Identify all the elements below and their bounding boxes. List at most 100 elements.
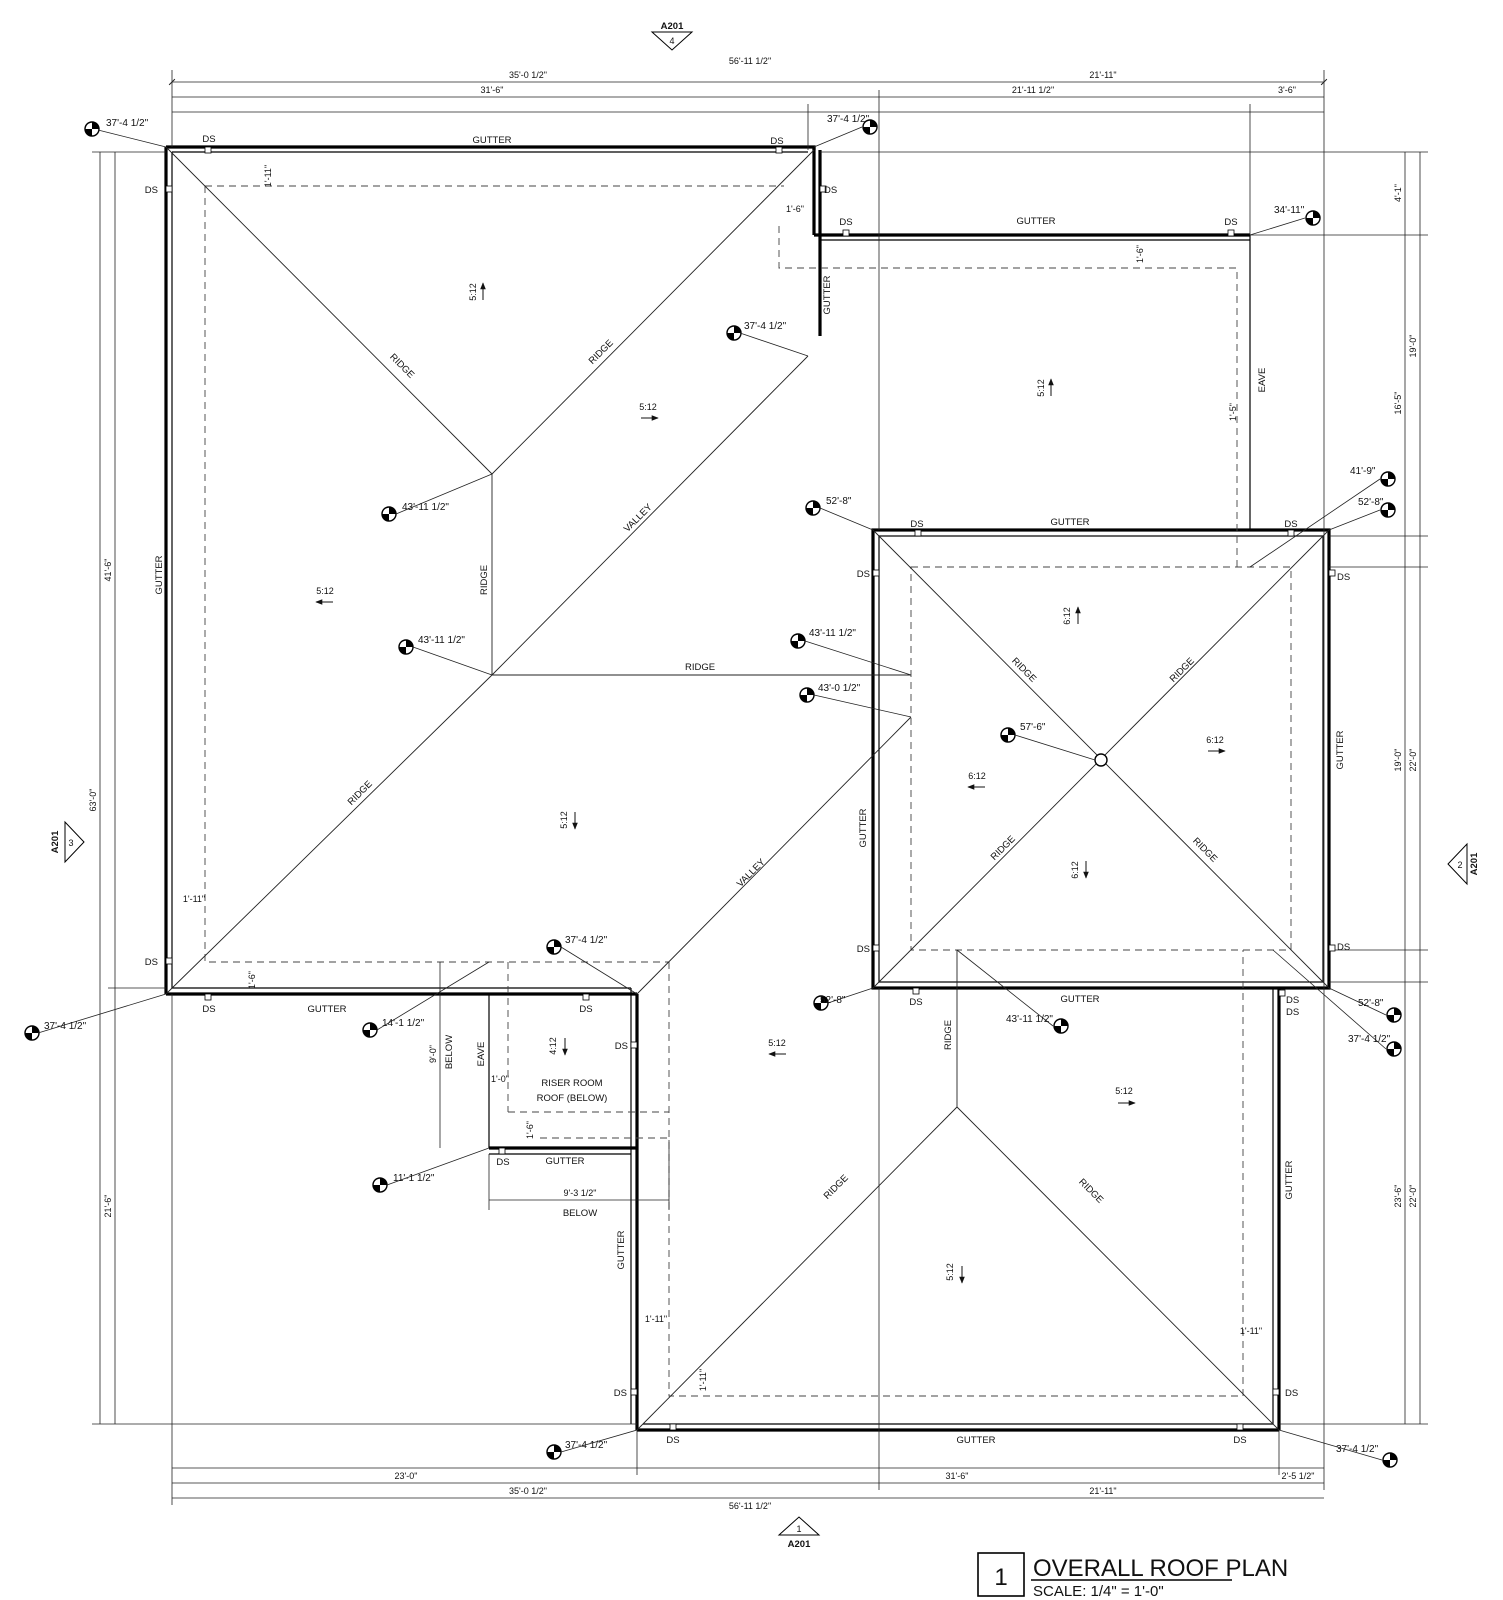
ds-label: DS bbox=[909, 997, 922, 1008]
ds-label: DS bbox=[1286, 1007, 1299, 1018]
svg-text:43'-11 1/2": 43'-11 1/2" bbox=[809, 628, 856, 639]
dim-overhang: 1'-11" bbox=[1240, 1326, 1262, 1336]
slope-label: 4:12 bbox=[548, 1037, 558, 1055]
gutter-label-south: GUTTER bbox=[956, 1435, 995, 1446]
ds-label: DS bbox=[202, 1004, 215, 1015]
gutter-label-hip-west: GUTTER bbox=[858, 808, 869, 847]
dim-overhang: 1'-11" bbox=[698, 1369, 708, 1391]
slope-label: 5:12 bbox=[945, 1263, 955, 1281]
below-label-riser: BELOW bbox=[444, 1035, 455, 1069]
ridge-label-10: RIDGE bbox=[943, 1020, 954, 1050]
ridge-label-9: RIDGE bbox=[1190, 836, 1219, 865]
ds-label: DS bbox=[1337, 572, 1350, 583]
elevation-marker: 52'-8" bbox=[1328, 987, 1402, 1023]
dim-top-right: 21'-11" bbox=[1089, 70, 1116, 80]
valley-label-1: VALLEY bbox=[622, 501, 655, 534]
dim-overhang: 1'-6" bbox=[786, 204, 804, 214]
svg-text:52'-8": 52'-8" bbox=[1358, 998, 1384, 1009]
gutter-label-ne: GUTTER bbox=[1016, 216, 1055, 227]
ds-label: DS bbox=[857, 944, 870, 955]
elevation-markers: 37'-4 1/2" 37'-4 1/2" 34'-11" 37'-4 1/2"… bbox=[24, 114, 1402, 1468]
drawing-title: 1 OVERALL ROOF PLAN SCALE: 1/4" = 1'-0" bbox=[977, 1552, 1288, 1600]
dim-top-overall: 56'-11 1/2" bbox=[729, 56, 771, 66]
svg-text:43'-11 1/2": 43'-11 1/2" bbox=[402, 502, 449, 513]
dim-right-c: 16'-5" bbox=[1393, 392, 1403, 415]
riser-room-label: RISER ROOM bbox=[541, 1078, 602, 1089]
svg-text:41'-9": 41'-9" bbox=[1350, 466, 1376, 477]
ridge-label-8: RIDGE bbox=[989, 834, 1018, 863]
ds-label: DS bbox=[1285, 1388, 1298, 1399]
svg-text:43'-0 1/2": 43'-0 1/2" bbox=[818, 683, 861, 694]
svg-text:4: 4 bbox=[669, 36, 674, 46]
svg-text:37'-4 1/2": 37'-4 1/2" bbox=[44, 1021, 87, 1032]
ds-label: DS bbox=[145, 185, 158, 196]
below-label-bottom: BELOW bbox=[563, 1208, 597, 1219]
elevation-marker: 43'-11 1/2" bbox=[956, 949, 1069, 1034]
svg-text:A201: A201 bbox=[1469, 852, 1480, 875]
dim-overhang: 1'-11" bbox=[645, 1314, 667, 1324]
elevation-marker: 43'-11 1/2" bbox=[381, 473, 493, 522]
eave-label-riser: EAVE bbox=[476, 1042, 487, 1067]
ds-label: DS bbox=[1284, 519, 1297, 530]
dim-right-g: 22'-0" bbox=[1408, 1185, 1418, 1208]
svg-text:34'-11": 34'-11" bbox=[1274, 205, 1305, 216]
elevation-marker: 57'-6" bbox=[1000, 722, 1096, 761]
dim-bottom-overall: 56'-11 1/2" bbox=[729, 1501, 771, 1511]
elevation-marker: 37'-4 1/2" bbox=[1278, 1429, 1398, 1468]
dim-bottom-b: 31'-6" bbox=[946, 1471, 969, 1481]
gutter-label-step: GUTTER bbox=[822, 275, 833, 314]
dim-bottom-left: 35'-0 1/2" bbox=[509, 1486, 547, 1496]
ds-label: DS bbox=[579, 1004, 592, 1015]
dim-overhang: 1'-0" bbox=[491, 1074, 509, 1084]
elevation-marker: 37'-4 1/2" bbox=[1272, 949, 1402, 1057]
elevation-marker: 43'-11 1/2" bbox=[398, 635, 493, 676]
svg-text:14'-1 1/2": 14'-1 1/2" bbox=[382, 1018, 425, 1029]
ds-label: DS bbox=[857, 569, 870, 580]
elevation-marker: 37'-4 1/2" bbox=[813, 114, 878, 148]
ds-label: DS bbox=[614, 1388, 627, 1399]
slope-label: 5:12 bbox=[559, 811, 569, 829]
svg-text:57'-6": 57'-6" bbox=[1020, 722, 1046, 733]
elevation-marker: 43'-11 1/2" bbox=[790, 628, 912, 676]
slope-label: 6:12 bbox=[1206, 735, 1224, 745]
svg-text:A201: A201 bbox=[50, 830, 61, 853]
ridge-label-6: RIDGE bbox=[1009, 656, 1038, 685]
elevation-marker: 37'-4 1/2" bbox=[546, 935, 638, 995]
dim-left-upper: 41'-6" bbox=[103, 559, 113, 582]
svg-text:A201: A201 bbox=[661, 21, 684, 32]
slope-indicators: 5:12 5:12 5:12 5:12 5:12 6:12 6:12 6:12 … bbox=[315, 282, 1226, 1284]
dim-right-b: 19'-0" bbox=[1408, 335, 1418, 358]
ds-label: DS bbox=[1337, 942, 1350, 953]
ridge-label-1: RIDGE bbox=[387, 352, 416, 381]
svg-text:11'-1 1/2": 11'-1 1/2" bbox=[393, 1173, 435, 1184]
ds-label: DS bbox=[1233, 1435, 1246, 1446]
gutter-label-sw: GUTTER bbox=[307, 1004, 346, 1015]
dim-right-d: 19'-0" bbox=[1393, 749, 1403, 772]
dim-bottom-c: 2'-5 1/2" bbox=[1282, 1471, 1315, 1481]
svg-text:52'-8": 52'-8" bbox=[820, 995, 846, 1006]
svg-text:37'-4 1/2": 37'-4 1/2" bbox=[565, 1440, 608, 1451]
gutter-label-hip-south: GUTTER bbox=[1060, 994, 1099, 1005]
svg-text:43'-11 1/2": 43'-11 1/2" bbox=[418, 635, 465, 646]
elevation-marker: 37'-4 1/2" bbox=[726, 321, 809, 357]
svg-text:37'-4 1/2": 37'-4 1/2" bbox=[827, 114, 870, 125]
elevation-marker: 37'-4 1/2" bbox=[24, 993, 167, 1041]
ridge-label-3: RIDGE bbox=[479, 565, 490, 595]
dim-right-e: 22'-0" bbox=[1408, 749, 1418, 772]
slope-label: 5:12 bbox=[639, 402, 657, 412]
ridge-label-12: RIDGE bbox=[1076, 1177, 1105, 1206]
drawing-scale: SCALE: 1/4" = 1'-0" bbox=[1033, 1583, 1164, 1600]
dim-overhang: 1'-5" bbox=[1228, 403, 1238, 421]
svg-text:52'-8": 52'-8" bbox=[1358, 497, 1384, 508]
dim-overhang: 1'-11" bbox=[183, 894, 205, 904]
ridge-lines bbox=[165, 146, 1330, 1431]
elevation-marker: 52'-8" bbox=[813, 987, 874, 1011]
ds-label: DS bbox=[1286, 995, 1299, 1006]
gutter-label-hip-east: GUTTER bbox=[1335, 730, 1346, 769]
slope-label: 6:12 bbox=[1062, 607, 1072, 625]
elevation-marker: 11'-1 1/2" bbox=[372, 1147, 490, 1193]
dim-overhang: 1'-6" bbox=[247, 971, 257, 989]
slope-label: 6:12 bbox=[1070, 861, 1080, 879]
dim-top-b: 21'-11 1/2" bbox=[1012, 85, 1054, 95]
